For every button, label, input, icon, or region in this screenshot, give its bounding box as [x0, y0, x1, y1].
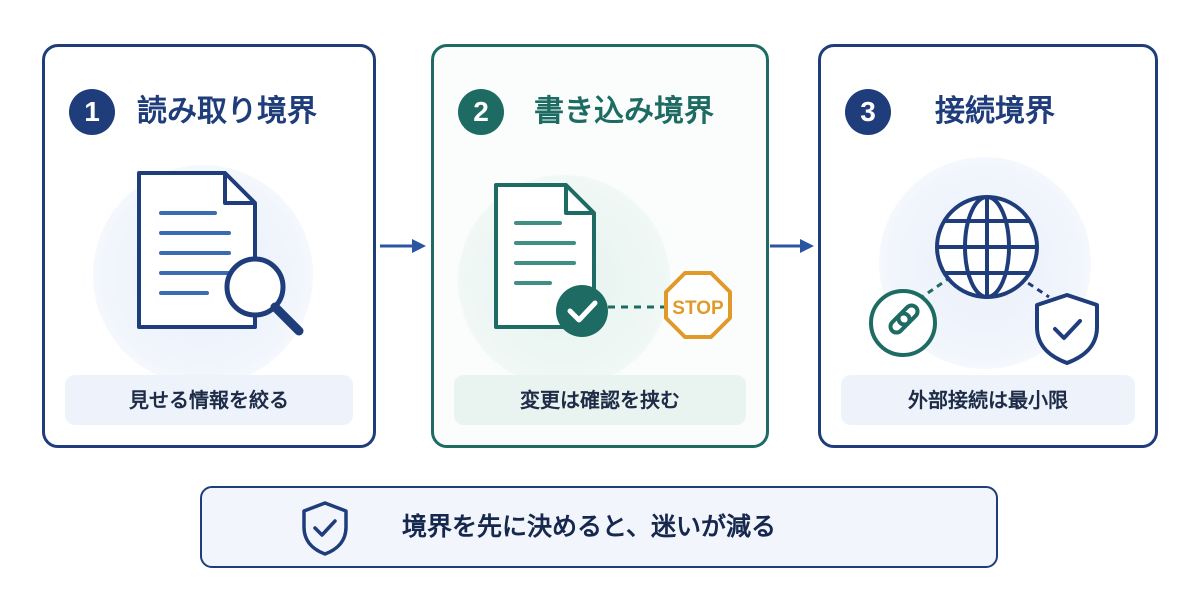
summary-banner: 境界を先に決めると、迷いが減る: [200, 486, 998, 568]
step-card-read-boundary: 1 読み取り境界 見せる情報を絞る: [42, 44, 376, 448]
document-approval-illustration: STOP: [494, 183, 732, 339]
link-icon: [869, 289, 937, 357]
step-number-badge: 3: [845, 89, 891, 135]
step-caption: 変更は確認を挟む: [454, 375, 746, 425]
step-caption: 外部接続は最小限: [841, 375, 1135, 425]
network-illustration: [869, 195, 1099, 365]
step-number-badge: 1: [69, 89, 115, 135]
step-title: 書き込み境界: [534, 94, 714, 129]
step-card-write-boundary: 2 書き込み境界 STOP 変更は確認を挟む: [431, 44, 769, 448]
stop-sign-icon: STOP: [664, 271, 732, 339]
stop-sign-label: STOP: [672, 298, 724, 319]
flow-arrow-icon: [380, 239, 426, 253]
document-search-illustration: [137, 171, 304, 336]
check-badge-icon: [556, 285, 608, 337]
summary-text: 境界を先に決めると、迷いが減る: [402, 512, 777, 541]
magnifier-icon: [224, 256, 304, 336]
step-card-connection-boundary: 3 接続境界 外部接続は最小限: [818, 44, 1158, 448]
flow-arrow-icon: [770, 239, 814, 253]
shield-check-icon: [1035, 293, 1099, 365]
step-caption: 見せる情報を絞る: [65, 375, 353, 425]
globe-icon: [935, 195, 1039, 299]
step-number-badge: 2: [458, 89, 504, 135]
step-title: 読み取り境界: [137, 94, 317, 129]
shield-check-icon: [302, 501, 348, 556]
step-title: 接続境界: [935, 94, 1055, 129]
